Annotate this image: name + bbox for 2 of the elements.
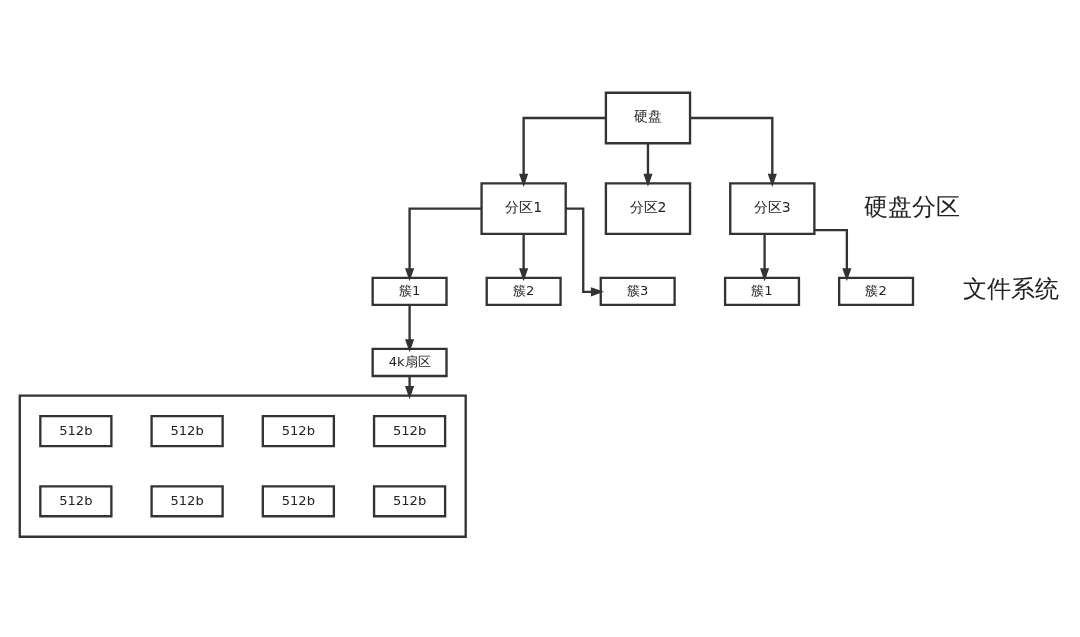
label: 文件系统 <box>962 274 1059 304</box>
label: 硬盘分区 <box>863 191 960 221</box>
